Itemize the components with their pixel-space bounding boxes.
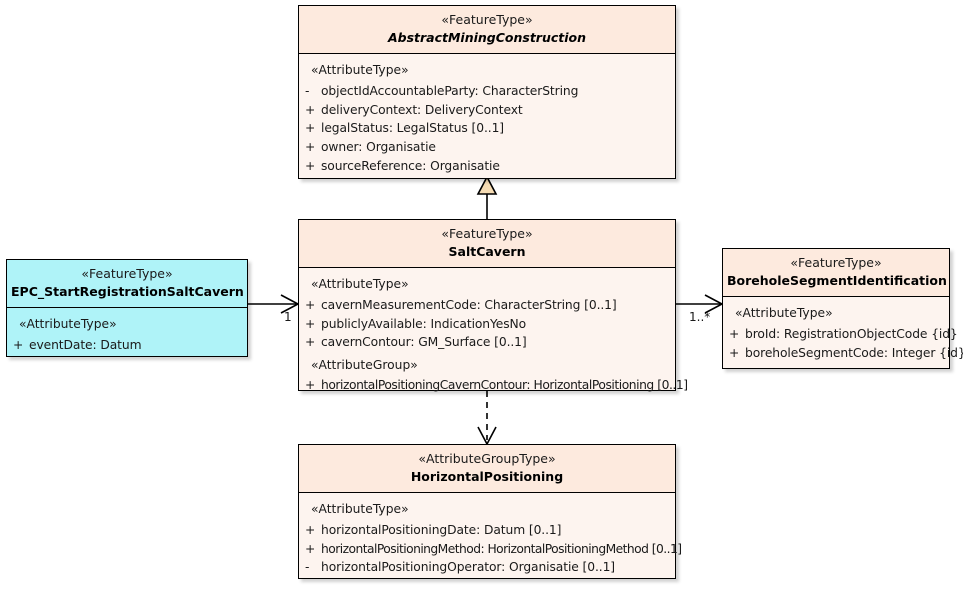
connector-generalization-saltcavern-to-abstractminingconstruction[interactable] — [476, 175, 498, 219]
attribute-row[interactable]: + horizontalPositioningDate: Datum [0..1… — [299, 521, 671, 540]
attribute-row[interactable]: + eventDate: Datum — [7, 336, 243, 355]
attribute-row[interactable]: + publiclyAvailable: IndicationYesNo — [299, 315, 671, 334]
class-name: AbstractMiningConstruction — [387, 29, 587, 45]
attribute-group-stereotype: «AttributeType» — [311, 63, 409, 78]
class-attributes-compartment-horizontalpositioning: «AttributeType» + horizontalPositioningD… — [299, 493, 682, 585]
class-name: SaltCavern — [448, 243, 526, 259]
attribute-visibility: + — [305, 139, 316, 154]
class-header-horizontalpositioning: «AttributeGroupType» HorizontalPositioni… — [299, 445, 675, 494]
multiplicity-label-epc-to-saltcavern: 1 — [284, 310, 292, 324]
attribute-row[interactable]: - horizontalPositioningOperator: Organis… — [299, 558, 671, 577]
class-header-saltcavern: «FeatureType» SaltCavern — [299, 220, 675, 269]
attribute-signature: horizontalPositioningCavernContour: Hori… — [321, 378, 688, 393]
class-attributes-compartment-saltcavern: «AttributeType» + cavernMeasurementCode:… — [299, 268, 688, 403]
class-box-boreholesegmentidentification[interactable]: «FeatureType» BoreholeSegmentIdentificat… — [722, 248, 963, 370]
attribute-group-stereotype: «AttributeGroup» — [311, 357, 418, 372]
class-stereotype: «FeatureType» — [441, 226, 533, 241]
attribute-signature: horizontalPositioningDate: Datum [0..1] — [321, 522, 562, 537]
attribute-row[interactable]: + sourceReference: Organisatie — [299, 157, 671, 176]
attribute-row[interactable]: + deliveryContext: DeliveryContext — [299, 101, 671, 120]
attribute-signature: legalStatus: LegalStatus [0..1] — [321, 121, 504, 136]
attribute-signature: owner: Organisatie — [321, 139, 436, 154]
attribute-group-stereotype: «AttributeType» — [735, 306, 833, 321]
attribute-row[interactable]: + cavernMeasurementCode: CharacterString… — [299, 296, 671, 315]
attribute-visibility: + — [305, 378, 316, 393]
attribute-signature: publiclyAvailable: IndicationYesNo — [321, 316, 527, 331]
class-name: HorizontalPositioning — [410, 468, 564, 484]
class-header-boreholesegmentidentification: «FeatureType» BoreholeSegmentIdentificat… — [723, 249, 949, 298]
attribute-row[interactable]: + horizontalPositioningCavernContour: Ho… — [299, 376, 688, 395]
multiplicity-label-saltcavern-to-boreholesegmentidentification: 1..* — [689, 310, 711, 324]
attribute-visibility: + — [305, 102, 316, 117]
attribute-visibility: + — [305, 121, 316, 136]
attribute-signature: sourceReference: Organisatie — [321, 158, 500, 173]
attribute-visibility: - — [305, 83, 310, 98]
attribute-visibility: - — [305, 560, 310, 575]
attribute-signature: cavernMeasurementCode: CharacterString [… — [321, 297, 617, 312]
attribute-signature: horizontalPositioningMethod: HorizontalP… — [321, 541, 682, 556]
attribute-group-stereotype: «AttributeType» — [311, 277, 409, 292]
class-stereotype: «FeatureType» — [441, 12, 533, 27]
class-name: BoreholeSegmentIdentification — [727, 272, 947, 288]
class-header-epc-startregistrationsaltcavern: «FeatureType» EPC_StartRegistrationSaltC… — [7, 260, 247, 309]
attribute-group-stereotype: «AttributeType» — [19, 317, 117, 332]
class-stereotype: «FeatureType» — [81, 266, 173, 281]
class-box-abstractminingconstruction[interactable]: «FeatureType» AbstractMiningConstruction… — [298, 5, 676, 179]
class-attributes-compartment-boreholesegmentidentification: «AttributeType» + broId: RegistrationObj… — [723, 297, 963, 370]
attribute-visibility: + — [305, 158, 316, 173]
class-attributes-compartment-epc-startregistrationsaltcavern: «AttributeType» + eventDate: Datum — [7, 308, 247, 362]
attribute-signature: objectIdAccountableParty: CharacterStrin… — [321, 83, 579, 98]
class-header-abstractminingconstruction: «FeatureType» AbstractMiningConstruction — [299, 6, 675, 55]
class-box-epc-startregistrationsaltcavern[interactable]: «FeatureType» EPC_StartRegistrationSaltC… — [6, 259, 248, 357]
attribute-signature: deliveryContext: DeliveryContext — [321, 102, 523, 117]
attribute-row[interactable]: + broId: RegistrationObjectCode {id} — [723, 325, 958, 344]
attribute-group-stereotype: «AttributeType» — [311, 502, 409, 517]
attribute-row[interactable]: + horizontalPositioningMethod: Horizonta… — [299, 540, 682, 559]
class-name: EPC_StartRegistrationSaltCavern — [11, 283, 244, 299]
attribute-signature: boreholeSegmentCode: Integer {id} — [745, 345, 963, 360]
attribute-row[interactable]: - objectIdAccountableParty: CharacterStr… — [299, 82, 671, 101]
attribute-visibility: + — [305, 316, 316, 331]
attribute-row[interactable]: + legalStatus: LegalStatus [0..1] — [299, 119, 671, 138]
attribute-visibility: + — [729, 326, 740, 341]
attribute-visibility: + — [305, 335, 316, 350]
class-attributes-compartment-abstractminingconstruction: «AttributeType» - objectIdAccountablePar… — [299, 54, 675, 183]
attribute-visibility: + — [305, 297, 316, 312]
attribute-signature: eventDate: Datum — [29, 337, 142, 352]
attribute-signature: cavernContour: GM_Surface [0..1] — [321, 335, 527, 350]
attribute-row[interactable]: + owner: Organisatie — [299, 138, 671, 157]
class-stereotype: «AttributeGroupType» — [418, 451, 556, 466]
attribute-visibility: + — [13, 337, 24, 352]
attribute-visibility: + — [305, 541, 316, 556]
class-stereotype: «FeatureType» — [790, 255, 882, 270]
class-box-saltcavern[interactable]: «FeatureType» SaltCavern «AttributeType»… — [298, 219, 688, 392]
attribute-signature: broId: RegistrationObjectCode {id} — [745, 326, 958, 341]
attribute-visibility: + — [729, 345, 740, 360]
attribute-row[interactable]: + cavernContour: GM_Surface [0..1] — [299, 333, 671, 352]
attribute-visibility: + — [305, 522, 316, 537]
attribute-row[interactable]: + boreholeSegmentCode: Integer {id} — [723, 344, 963, 363]
attribute-signature: horizontalPositioningOperator: Organisat… — [321, 560, 615, 575]
class-box-horizontalpositioning[interactable]: «AttributeGroupType» HorizontalPositioni… — [298, 444, 682, 579]
